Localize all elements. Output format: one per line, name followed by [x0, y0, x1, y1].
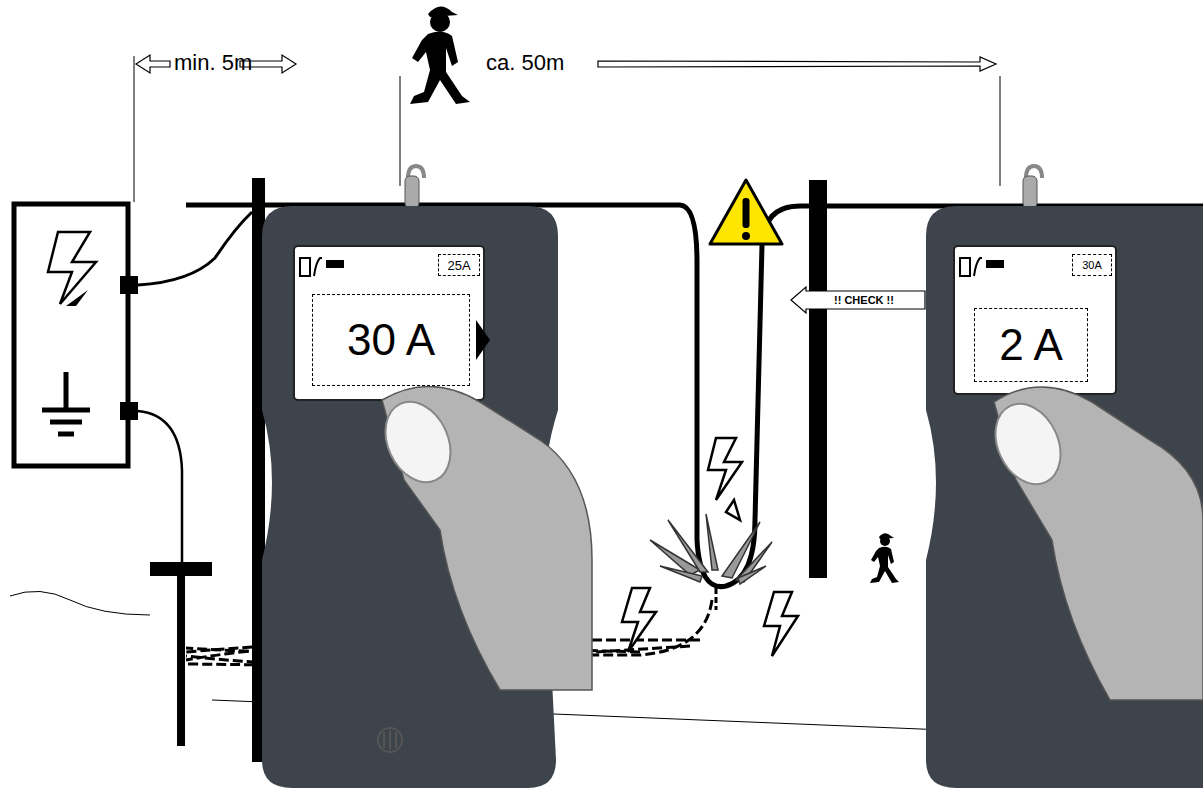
- device-body: [926, 206, 1203, 788]
- current-setting: 25A: [438, 254, 480, 276]
- battery-icon: [300, 258, 310, 276]
- signal-icon: [986, 260, 1004, 268]
- check-arrow: !! CHECK !!: [790, 287, 926, 313]
- arrow-outline: [791, 287, 925, 313]
- thumb: [983, 393, 1073, 494]
- energizer-box: [14, 204, 128, 466]
- current-reading: 30 A: [312, 294, 470, 386]
- terminal: [120, 402, 138, 420]
- fence-post: [809, 180, 827, 578]
- device-screen: [954, 246, 1116, 394]
- direction-arrow: [476, 320, 490, 360]
- dimension-label: min. 5m: [174, 50, 252, 76]
- signal-icon: [326, 260, 344, 268]
- speaker-grille: [378, 728, 402, 752]
- dimension-arrow: [136, 55, 996, 73]
- signal-icon: [974, 258, 982, 276]
- current-reading-text: 2 A: [999, 320, 1063, 370]
- ground-rod: [177, 576, 185, 746]
- ground-line: [10, 591, 150, 615]
- device-screen: [294, 246, 484, 400]
- person-silhouette: [870, 533, 899, 583]
- check-arrow-text: !! CHECK !!: [834, 294, 894, 306]
- device-hook: [1023, 176, 1037, 208]
- person-silhouette: [410, 6, 470, 104]
- earth-current: [715, 588, 718, 610]
- dimension-line: [134, 56, 1000, 202]
- warning-sign: [710, 180, 782, 244]
- current-reading: 2 A: [974, 308, 1088, 382]
- warning-sign: [743, 198, 750, 228]
- signal-icon: [314, 258, 322, 276]
- fence-lead: [138, 212, 252, 285]
- earth-lead: [138, 411, 182, 565]
- spark-symbol: [622, 438, 798, 656]
- dimension-label: ca. 50m: [486, 50, 564, 76]
- lightning-symbol: [48, 232, 96, 304]
- device-hook: [405, 176, 419, 208]
- lightning-symbol: [66, 290, 88, 306]
- current-setting: 30A: [1072, 254, 1112, 276]
- speaker-grille: [384, 730, 396, 750]
- grass: [650, 514, 772, 584]
- current-setting-text: 30A: [1082, 259, 1102, 271]
- current-reading-text: 30 A: [347, 315, 435, 365]
- earth-symbol: [42, 372, 90, 434]
- battery-icon: [960, 258, 970, 276]
- current-setting-text: 25A: [447, 258, 470, 273]
- ground-rod: [150, 562, 212, 576]
- thumb: [373, 391, 463, 492]
- terminal: [120, 276, 138, 294]
- warning-sign: [742, 232, 750, 240]
